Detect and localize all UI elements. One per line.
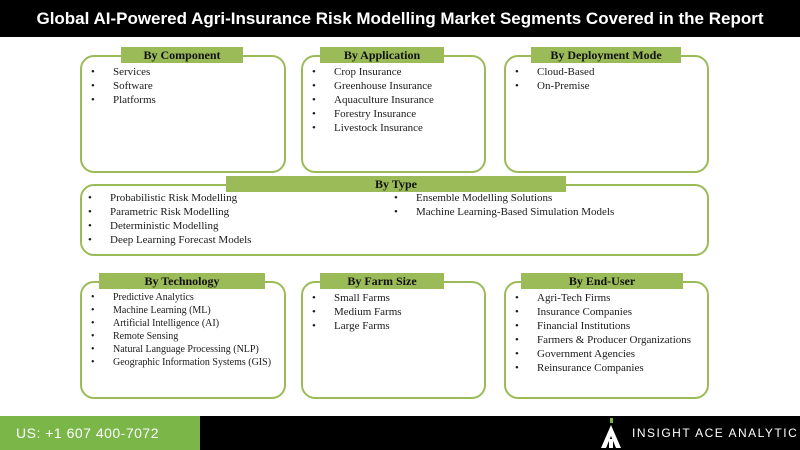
phone-number: US: +1 607 400-7072 (0, 416, 200, 450)
farm-size-label: By Farm Size (320, 273, 444, 289)
list-item: Insurance Companies (513, 305, 703, 319)
list-item: Deterministic Modelling (86, 219, 376, 233)
deployment-label: By Deployment Mode (531, 47, 681, 63)
list-item: Predictive Analytics (89, 291, 283, 304)
list-item: Small Farms (310, 291, 482, 305)
technology-list: Predictive AnalyticsMachine Learning (ML… (89, 291, 283, 369)
list-item: Financial Institutions (513, 319, 703, 333)
list-item: Machine Learning (ML) (89, 304, 283, 317)
brand-logo: INSIGHT ACE ANALYTIC (600, 414, 798, 450)
technology-label: By Technology (99, 273, 265, 289)
list-item: Software (89, 79, 279, 93)
list-item: Forestry Insurance (310, 107, 482, 121)
list-item: Geographic Information Systems (GIS) (89, 356, 283, 369)
list-item: Services (89, 65, 279, 79)
list-item: Agri-Tech Firms (513, 291, 703, 305)
insight-ace-logo-icon (601, 418, 621, 448)
list-item: Artificial Intelligence (AI) (89, 317, 283, 330)
deployment-list: Cloud-BasedOn-Premise (513, 65, 703, 93)
application-label: By Application (320, 47, 444, 63)
type-list-right: Ensemble Modelling SolutionsMachine Lear… (392, 191, 692, 219)
application-list: Crop InsuranceGreenhouse InsuranceAquacu… (310, 65, 482, 135)
list-item: Aquaculture Insurance (310, 93, 482, 107)
list-item: Parametric Risk Modelling (86, 205, 376, 219)
list-item: Probabilistic Risk Modelling (86, 191, 376, 205)
list-item: Machine Learning-Based Simulation Models (392, 205, 692, 219)
end-user-label: By End-User (521, 273, 683, 289)
list-item: Cloud-Based (513, 65, 703, 79)
list-item: Medium Farms (310, 305, 482, 319)
list-item: Large Farms (310, 319, 482, 333)
list-item: Reinsurance Companies (513, 361, 703, 375)
farm-size-list: Small FarmsMedium FarmsLarge Farms (310, 291, 482, 333)
type-label: By Type (226, 176, 566, 192)
list-item: Crop Insurance (310, 65, 482, 79)
page-title: Global AI-Powered Agri-Insurance Risk Mo… (0, 0, 800, 37)
list-item: On-Premise (513, 79, 703, 93)
list-item: Farmers & Producer Organizations (513, 333, 703, 347)
list-item: Natural Language Processing (NLP) (89, 343, 283, 356)
brand-name: INSIGHT ACE ANALYTIC (632, 426, 799, 440)
component-list: ServicesSoftwarePlatforms (89, 65, 279, 107)
end-user-list: Agri-Tech FirmsInsurance CompaniesFinanc… (513, 291, 703, 375)
footer-bar (200, 416, 800, 450)
list-item: Ensemble Modelling Solutions (392, 191, 692, 205)
list-item: Platforms (89, 93, 279, 107)
list-item: Greenhouse Insurance (310, 79, 482, 93)
component-label: By Component (121, 47, 243, 63)
list-item: Government Agencies (513, 347, 703, 361)
list-item: Livestock Insurance (310, 121, 482, 135)
list-item: Deep Learning Forecast Models (86, 233, 376, 247)
list-item: Remote Sensing (89, 330, 283, 343)
type-list-left: Probabilistic Risk ModellingParametric R… (86, 191, 376, 247)
